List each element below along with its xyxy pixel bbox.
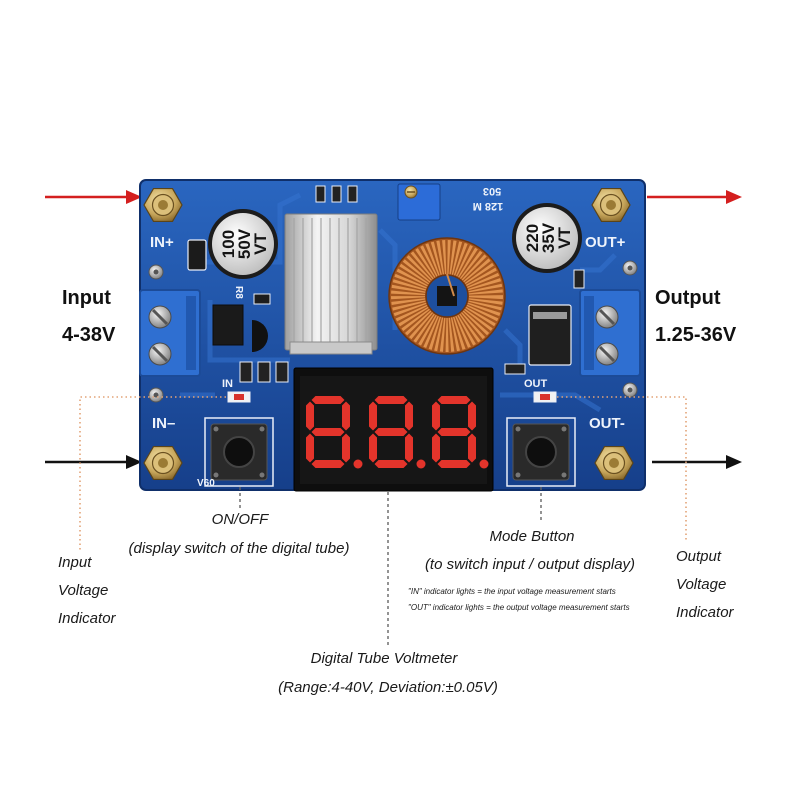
output-title: Output xyxy=(655,287,721,309)
input-negative-arrow xyxy=(45,455,142,469)
arrow-right-icon xyxy=(726,190,742,204)
input-indicator-line3: Indicator xyxy=(58,610,117,627)
mode-note-in: "IN" indicator lights = the input voltag… xyxy=(408,587,616,596)
input-terminal-block xyxy=(139,289,201,377)
mode-note-out: "OUT" indicator lights = the output volt… xyxy=(408,603,630,612)
input-indicator-line2: Voltage xyxy=(58,582,108,599)
display-segment xyxy=(437,460,471,468)
display-segment xyxy=(311,396,345,404)
display-segment xyxy=(432,401,440,431)
chip-code: 128 M xyxy=(473,200,504,212)
output-indicator-line3: Indicator xyxy=(676,604,735,621)
display-segment xyxy=(374,460,408,468)
output-positive-arrow xyxy=(647,190,742,204)
test-pins xyxy=(148,260,638,403)
input-positive-arrow xyxy=(45,190,142,204)
display-segment xyxy=(311,428,345,436)
arrow-right-icon xyxy=(126,190,142,204)
display-decimal-point xyxy=(479,459,489,469)
display-segment xyxy=(342,433,350,463)
potentiometer xyxy=(397,183,441,221)
capacitor-value: 220 xyxy=(523,224,542,252)
heatsink xyxy=(284,213,378,355)
component-code: 503 xyxy=(483,185,501,197)
display-decimal-point xyxy=(416,459,426,469)
silkscreen-version: V60 xyxy=(197,478,215,489)
on-off-button xyxy=(204,417,274,487)
on-off-title: ON/OFF xyxy=(212,511,269,528)
input-indicator-leader xyxy=(79,396,226,550)
display-segment xyxy=(374,396,408,404)
display-segment xyxy=(437,396,471,404)
voltmeter-title: Digital Tube Voltmeter xyxy=(311,650,459,667)
output-terminal-block xyxy=(579,289,641,377)
input-range: 4-38V xyxy=(62,324,116,346)
display-segment xyxy=(342,401,350,431)
input-title: Input xyxy=(62,287,111,309)
display-segment xyxy=(432,433,440,463)
display-segment xyxy=(311,460,345,468)
in-indicator-led xyxy=(227,391,251,403)
mode-button xyxy=(506,417,576,487)
display-segment xyxy=(306,401,314,431)
silkscreen-out-minus: OUT- xyxy=(589,415,625,432)
display-segment xyxy=(405,433,413,463)
mode-description: (to switch input / output display) xyxy=(425,556,635,573)
diode xyxy=(528,304,572,366)
voltmeter-description: (Range:4-40V, Deviation:±0.05V) xyxy=(278,679,498,696)
display-segment xyxy=(468,433,476,463)
silkscreen-in-led: IN xyxy=(222,378,233,390)
display-segment xyxy=(369,401,377,431)
display-segment xyxy=(405,401,413,431)
out-indicator-led xyxy=(533,391,557,403)
capacitor-value: 100 xyxy=(219,230,238,258)
silkscreen-out-plus: OUT+ xyxy=(585,234,626,251)
capacitor-voltage: 50V xyxy=(235,228,254,259)
display-segment xyxy=(437,428,471,436)
display-decimal-point xyxy=(353,459,363,469)
display-segment xyxy=(369,433,377,463)
capacitor-voltage: 35V xyxy=(539,222,558,253)
input-indicator-line1: Input xyxy=(58,554,92,571)
silkscreen-in-minus: IN– xyxy=(152,415,175,432)
display-digits xyxy=(306,396,489,469)
silkscreen-in-plus: IN+ xyxy=(150,234,174,251)
display-segment xyxy=(306,433,314,463)
silkscreen-out-led: OUT xyxy=(524,378,548,390)
capacitor-series: VT xyxy=(555,227,574,249)
output-indicator-line1: Output xyxy=(676,548,722,565)
output-negative-arrow xyxy=(652,455,742,469)
arrow-right-icon xyxy=(726,455,742,469)
output-indicator-leader xyxy=(557,396,687,542)
display-segment xyxy=(468,401,476,431)
arrow-right-icon xyxy=(126,455,142,469)
capacitor-output: 220 35V VT xyxy=(512,203,582,273)
smd-components xyxy=(187,185,585,383)
output-range: 1.25-36V xyxy=(655,324,737,346)
capacitor-series: VT xyxy=(251,233,270,255)
digital-tube-display xyxy=(293,367,494,492)
on-off-description: (display switch of the digital tube) xyxy=(129,540,350,557)
capacitor-input: 100 50V VT xyxy=(208,209,278,279)
mode-title: Mode Button xyxy=(489,528,574,545)
toroid-inductor xyxy=(388,237,506,355)
display-segment xyxy=(374,428,408,436)
output-indicator-line2: Voltage xyxy=(676,576,726,593)
silkscreen-r8: R8 xyxy=(233,286,244,299)
